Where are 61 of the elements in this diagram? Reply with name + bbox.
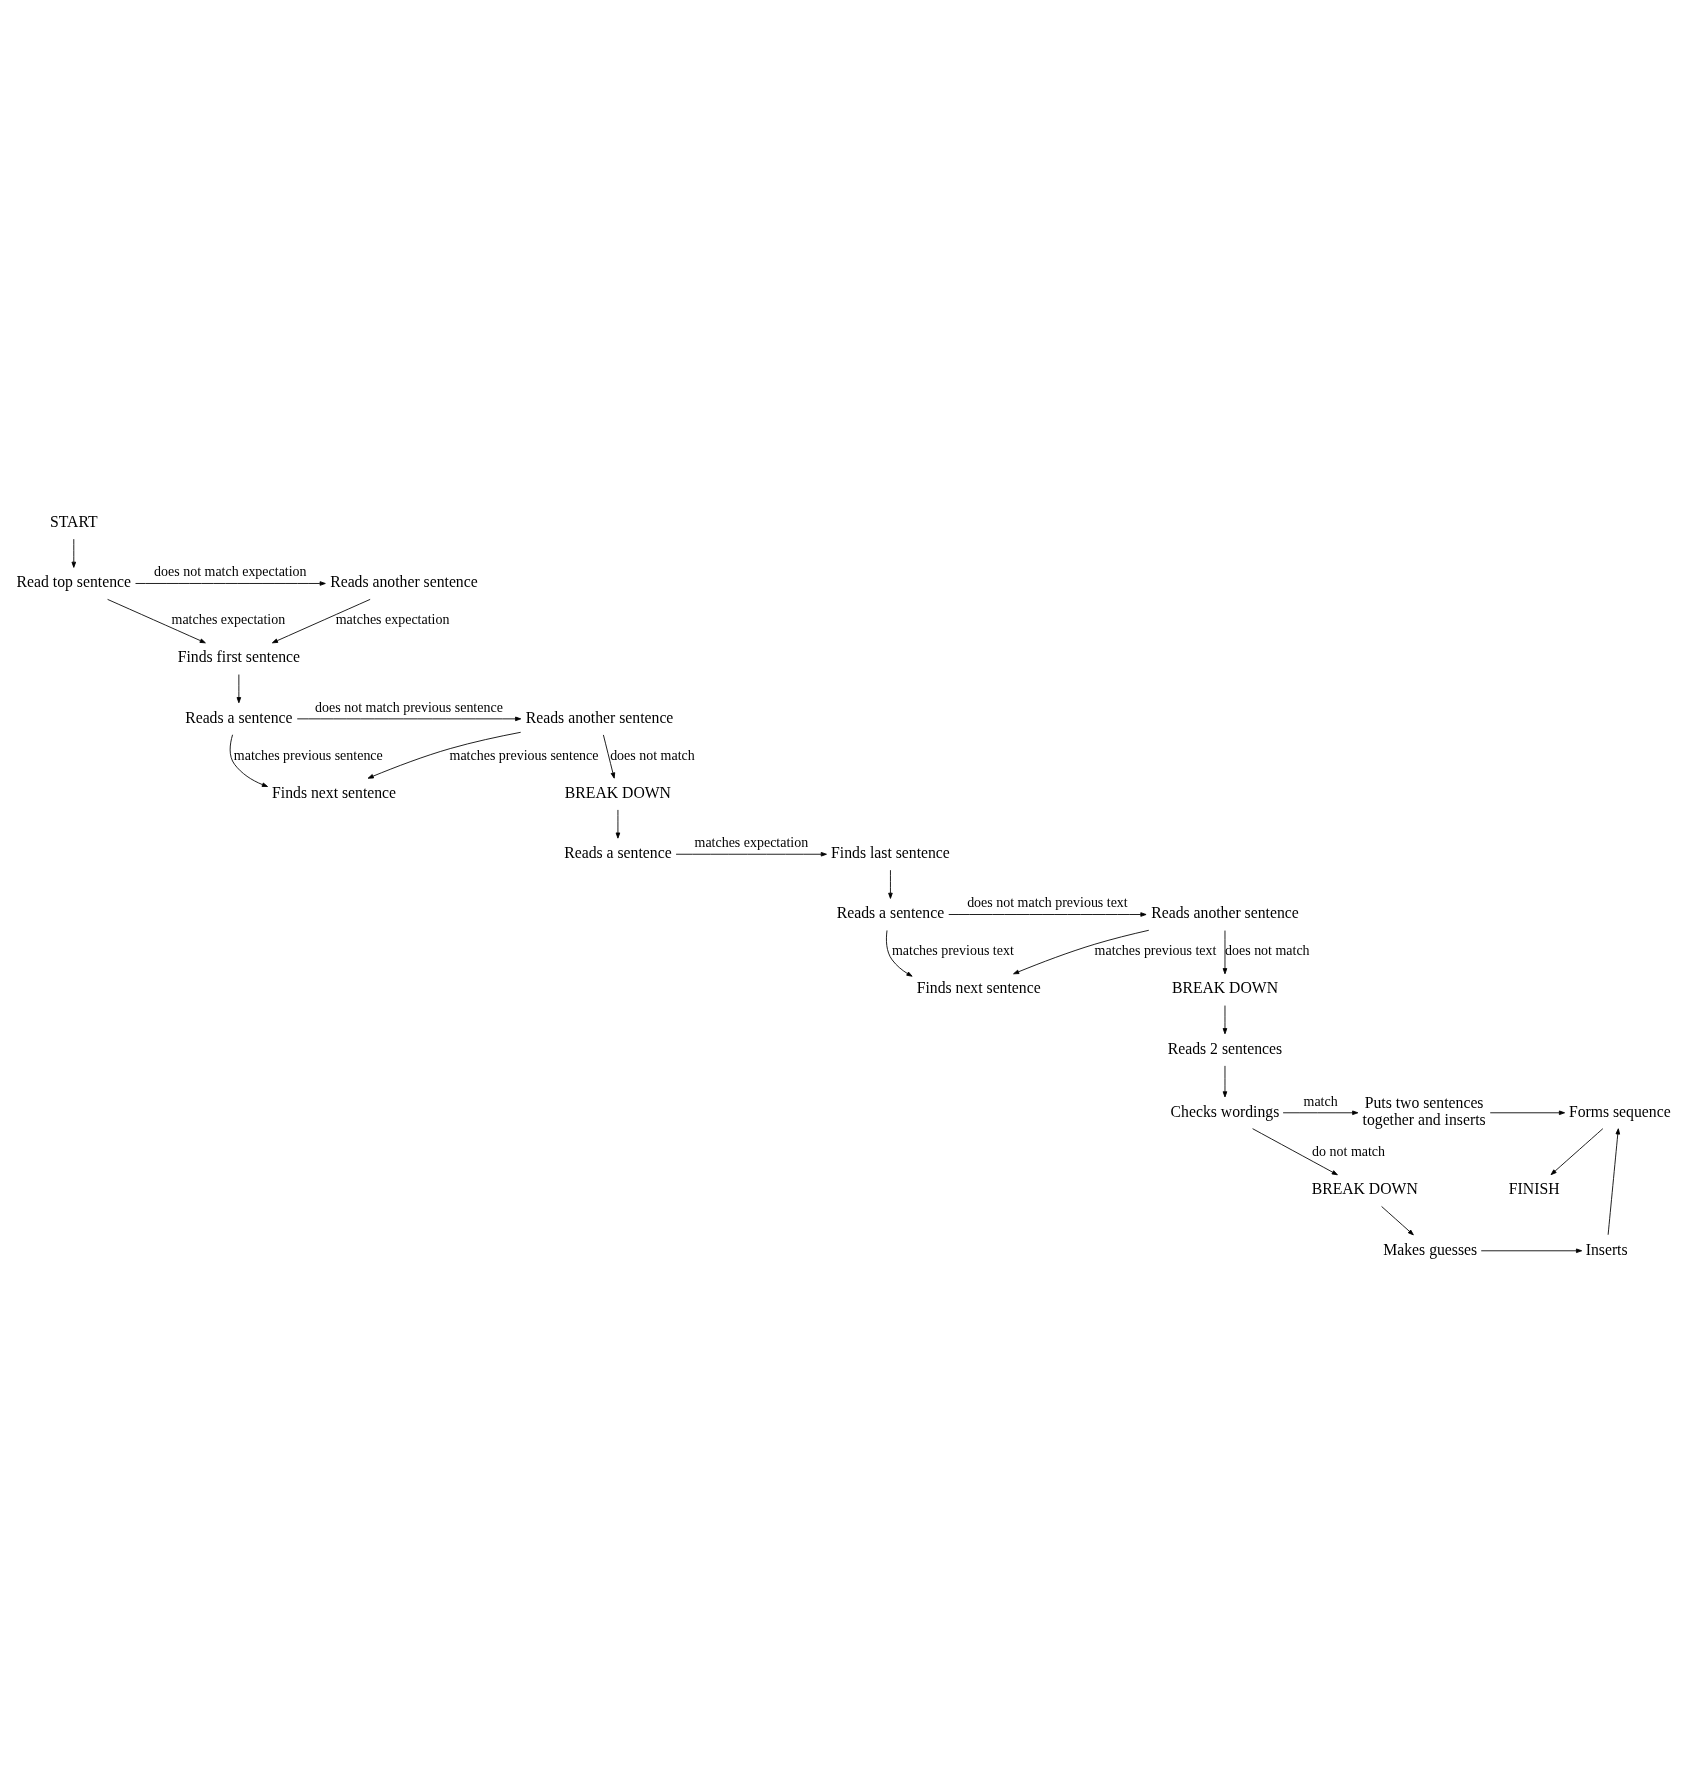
node-text: Checks wordings [1170,1102,1280,1120]
edge-label: matches expectation [335,611,450,627]
arrow [886,929,913,977]
arrow [1222,1064,1228,1097]
node-text: Finds next sentence [272,783,397,801]
arrow [1607,1127,1621,1235]
edge-label: matches previous sentence [449,747,599,763]
arrow [675,851,827,856]
edge-label: matches expectation [694,834,809,850]
edge-label: do not match [1312,1143,1386,1159]
node-text: START [49,512,98,530]
arrow [271,598,371,643]
node-text: BREAK DOWN [1171,978,1279,996]
edge-label: does not match previous sentence [315,699,503,715]
edge-label: matches previous text [891,942,1014,958]
arrow [229,733,268,787]
node-text: Finds next sentence [916,978,1041,996]
node-text: Reads another sentence [1151,903,1299,921]
node-text: Makes guesses [1383,1240,1478,1258]
edge-label: does not match expectation [154,563,307,579]
node-text: BREAK DOWN [564,783,671,801]
node-text: Finds first sentence [177,647,300,665]
arrow [615,809,621,839]
arrow [296,716,522,721]
node-text: Reads another sentence [525,708,674,726]
edge-label: does not match previous text [967,894,1128,910]
arrow [1222,1004,1228,1034]
node-text: Reads another sentence [330,572,478,590]
edge-label: does not match [1225,942,1310,958]
node-text: BREAK DOWN [1311,1179,1418,1197]
edge-label: matches previous text [1094,942,1217,958]
node-text: Puts two sentences together and inserts [1362,1093,1486,1128]
node-text: Reads 2 sentences [1167,1039,1283,1057]
arrow [1381,1205,1414,1235]
node-text: Forms sequence [1568,1102,1671,1120]
arrow [1252,1127,1338,1175]
edge-label: does not match [610,747,695,763]
edge-label: matches previous sentence [233,747,383,763]
arrow [888,869,893,899]
arrow [236,673,242,703]
arrow [367,731,522,779]
node-text: FINISH [1508,1179,1560,1197]
arrow [1550,1127,1604,1175]
node-text: Finds last sentence [831,843,950,861]
arrow [1013,929,1150,974]
arrow [71,538,77,568]
arrow [1480,1248,1583,1253]
node-text: Reads a sentence [564,843,672,861]
node-text: Reads a sentence [185,708,293,726]
arrow [1282,1110,1359,1115]
node-text: Reads a sentence [836,903,945,921]
arrow [1489,1110,1566,1115]
edge-label: match [1303,1093,1338,1109]
arrow [1222,929,1228,974]
arrow [135,580,326,586]
arrow [107,598,206,643]
node-text: Read top sentence [16,572,131,590]
arrow [602,734,616,779]
arrow [948,911,1147,917]
edge-label: matches expectation [171,611,286,627]
node-text: Inserts [1585,1240,1628,1258]
